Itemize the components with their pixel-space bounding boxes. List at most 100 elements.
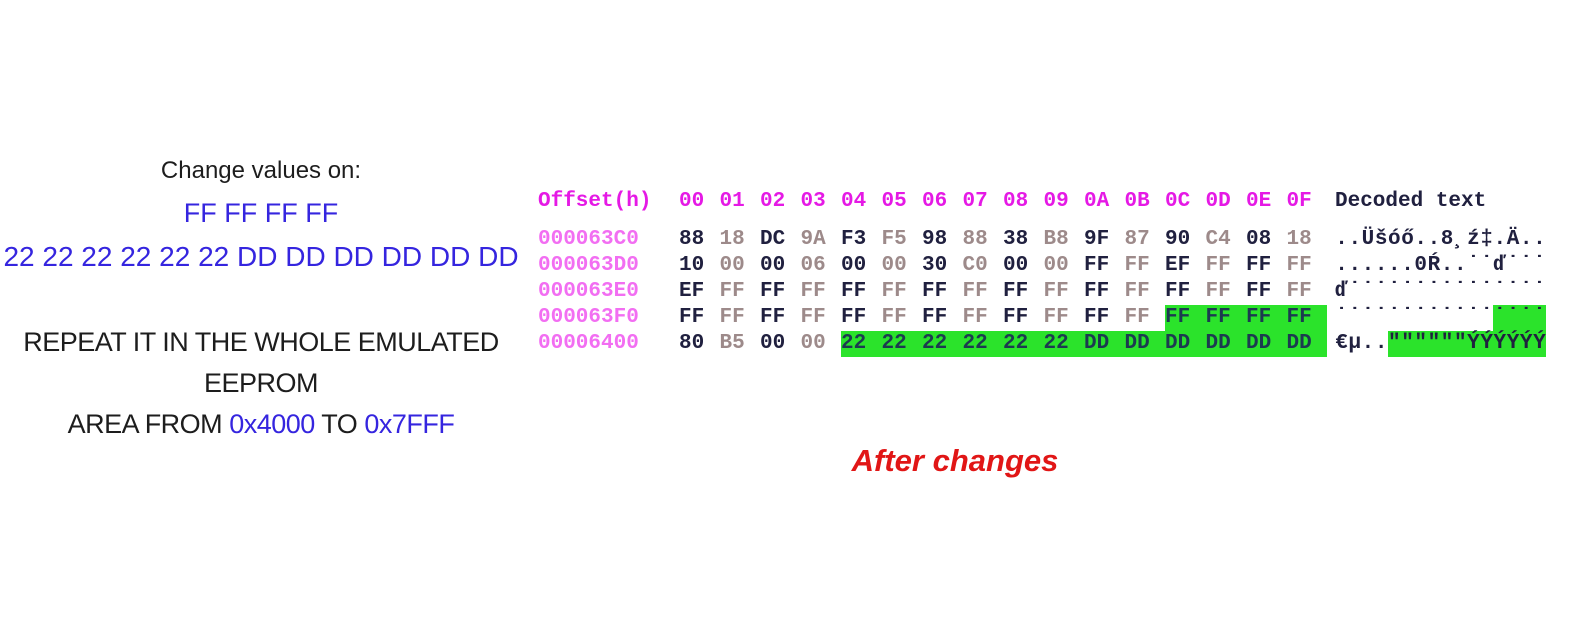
decoded-char[interactable]: ˙ bbox=[1361, 280, 1375, 303]
decoded-char[interactable]: ˙ bbox=[1519, 305, 1533, 331]
hex-byte-cell[interactable]: FF bbox=[1084, 280, 1110, 303]
decoded-char[interactable]: ˙ bbox=[1401, 280, 1414, 303]
decoded-char[interactable]: " bbox=[1427, 331, 1441, 357]
hex-byte-cell[interactable]: FF bbox=[841, 280, 867, 303]
decoded-char[interactable]: ď bbox=[1493, 254, 1507, 277]
decoded-char[interactable]: Ý bbox=[1480, 331, 1494, 357]
hex-byte-cell[interactable]: FF bbox=[1205, 280, 1231, 303]
decoded-char[interactable]: ¸ bbox=[1453, 228, 1467, 251]
hex-byte-cell[interactable]: FF bbox=[881, 280, 907, 303]
hex-byte-cell[interactable]: FF bbox=[1246, 305, 1287, 331]
decoded-char[interactable]: Ý bbox=[1532, 331, 1546, 357]
decoded-char[interactable]: 0 bbox=[1414, 254, 1428, 277]
decoded-char[interactable]: " bbox=[1414, 331, 1428, 357]
decoded-char[interactable]: ź bbox=[1467, 228, 1480, 251]
decoded-char[interactable]: š bbox=[1374, 228, 1388, 251]
decoded-char[interactable]: ‡ bbox=[1480, 228, 1493, 251]
hex-byte-cell[interactable]: C4 bbox=[1205, 228, 1231, 251]
decoded-char[interactable]: ˙ bbox=[1361, 306, 1375, 329]
decoded-char[interactable]: ˙ bbox=[1348, 306, 1362, 329]
hex-byte-cell[interactable]: FF bbox=[800, 306, 826, 329]
decoded-char[interactable]: ˙ bbox=[1480, 280, 1493, 303]
hex-byte-cell[interactable]: F3 bbox=[841, 228, 867, 251]
hex-byte-cell[interactable]: 18 bbox=[1286, 228, 1312, 251]
decoded-char[interactable]: ˙ bbox=[1414, 306, 1428, 329]
decoded-char[interactable]: ˙ bbox=[1440, 306, 1454, 329]
hex-byte-cell[interactable]: 30 bbox=[922, 254, 948, 277]
decoded-char[interactable]: . bbox=[1533, 228, 1546, 251]
hex-byte-cell[interactable]: FF bbox=[1246, 280, 1272, 303]
decoded-char[interactable]: " bbox=[1453, 331, 1467, 357]
hex-byte-cell[interactable]: 00 bbox=[841, 254, 867, 277]
decoded-char[interactable]: Ý bbox=[1506, 331, 1520, 357]
hex-byte-cell[interactable]: FF bbox=[962, 306, 988, 329]
hex-byte-cell[interactable]: FF bbox=[760, 280, 786, 303]
hex-byte-cell[interactable]: FF bbox=[841, 306, 867, 329]
hex-byte-cell[interactable]: 00 bbox=[760, 332, 786, 355]
decoded-char[interactable]: ˙ bbox=[1401, 306, 1414, 329]
hex-byte-cell[interactable]: B5 bbox=[719, 332, 745, 355]
hex-byte-cell[interactable]: 22 bbox=[841, 331, 882, 357]
decoded-char[interactable]: ő bbox=[1401, 228, 1414, 251]
hex-byte-cell[interactable]: 18 bbox=[719, 228, 745, 251]
decoded-char[interactable]: . bbox=[1401, 254, 1414, 277]
hex-byte-cell[interactable]: 88 bbox=[679, 228, 705, 251]
hex-byte-cell[interactable]: FF bbox=[1286, 305, 1327, 331]
decoded-char[interactable]: . bbox=[1335, 228, 1348, 251]
decoded-char[interactable]: . bbox=[1348, 254, 1362, 277]
hex-byte-cell[interactable]: 22 bbox=[881, 331, 922, 357]
decoded-char[interactable]: ˙ bbox=[1348, 280, 1362, 303]
hex-byte-cell[interactable]: FF bbox=[962, 280, 988, 303]
decoded-char[interactable]: ˙ bbox=[1506, 254, 1520, 277]
hex-byte-cell[interactable]: FF bbox=[1084, 306, 1110, 329]
hex-byte-cell[interactable]: 80 bbox=[679, 332, 705, 355]
hex-byte-cell[interactable]: FF bbox=[1124, 254, 1150, 277]
hex-byte-cell[interactable]: FF bbox=[719, 280, 745, 303]
decoded-char[interactable]: . bbox=[1440, 254, 1454, 277]
hex-byte-cell[interactable]: 9A bbox=[800, 228, 826, 251]
decoded-char[interactable]: ˙ bbox=[1480, 254, 1493, 277]
hex-byte-cell[interactable]: 87 bbox=[1124, 228, 1150, 251]
hex-byte-cell[interactable]: DD bbox=[1205, 331, 1246, 357]
hex-byte-cell[interactable]: 00 bbox=[800, 332, 826, 355]
decoded-char[interactable]: ď bbox=[1335, 280, 1348, 303]
hex-byte-cell[interactable]: FF bbox=[1165, 305, 1206, 331]
decoded-char[interactable]: µ bbox=[1348, 332, 1362, 355]
decoded-char[interactable]: Ŕ bbox=[1427, 254, 1441, 277]
decoded-char[interactable]: ˙ bbox=[1532, 305, 1546, 331]
decoded-char[interactable]: ˙ bbox=[1533, 254, 1546, 277]
decoded-char[interactable]: Ý bbox=[1519, 331, 1533, 357]
decoded-char[interactable]: Ý bbox=[1466, 331, 1481, 357]
decoded-char[interactable]: ˙ bbox=[1427, 306, 1441, 329]
decoded-char[interactable]: ˙ bbox=[1519, 280, 1533, 303]
decoded-char[interactable]: . bbox=[1348, 228, 1362, 251]
hex-byte-cell[interactable]: FF bbox=[719, 306, 745, 329]
hex-byte-cell[interactable]: 10 bbox=[679, 254, 705, 277]
hex-byte-cell[interactable]: C0 bbox=[962, 254, 988, 277]
hex-byte-cell[interactable]: 06 bbox=[800, 254, 826, 277]
hex-byte-cell[interactable]: FF bbox=[679, 306, 705, 329]
decoded-char[interactable]: . bbox=[1374, 254, 1388, 277]
decoded-char[interactable]: ˙ bbox=[1414, 280, 1428, 303]
decoded-char[interactable]: 8 bbox=[1440, 228, 1454, 251]
decoded-char[interactable]: ó bbox=[1388, 228, 1401, 251]
hex-byte-cell[interactable]: FF bbox=[1003, 280, 1029, 303]
decoded-char[interactable]: ˙ bbox=[1440, 280, 1454, 303]
hex-byte-cell[interactable]: FF bbox=[922, 306, 948, 329]
hex-byte-cell[interactable]: FF bbox=[800, 280, 826, 303]
decoded-char[interactable]: . bbox=[1519, 228, 1533, 251]
hex-byte-cell[interactable]: F5 bbox=[881, 228, 907, 251]
hex-byte-cell[interactable]: 22 bbox=[1043, 331, 1084, 357]
decoded-char[interactable]: . bbox=[1453, 254, 1467, 277]
hex-byte-cell[interactable]: DD bbox=[1124, 331, 1165, 357]
hex-byte-cell[interactable]: 00 bbox=[760, 254, 786, 277]
hex-byte-cell[interactable]: 38 bbox=[1003, 228, 1029, 251]
hex-byte-cell[interactable]: 00 bbox=[1043, 254, 1069, 277]
hex-byte-cell[interactable]: 22 bbox=[962, 331, 1003, 357]
hex-byte-cell[interactable]: DC bbox=[760, 228, 786, 251]
decoded-char[interactable]: . bbox=[1374, 332, 1388, 355]
decoded-char[interactable]: ˙ bbox=[1506, 305, 1520, 331]
hex-byte-cell[interactable]: 22 bbox=[1003, 331, 1044, 357]
hex-byte-cell[interactable]: FF bbox=[1286, 254, 1312, 277]
decoded-char[interactable]: Ý bbox=[1493, 331, 1507, 357]
